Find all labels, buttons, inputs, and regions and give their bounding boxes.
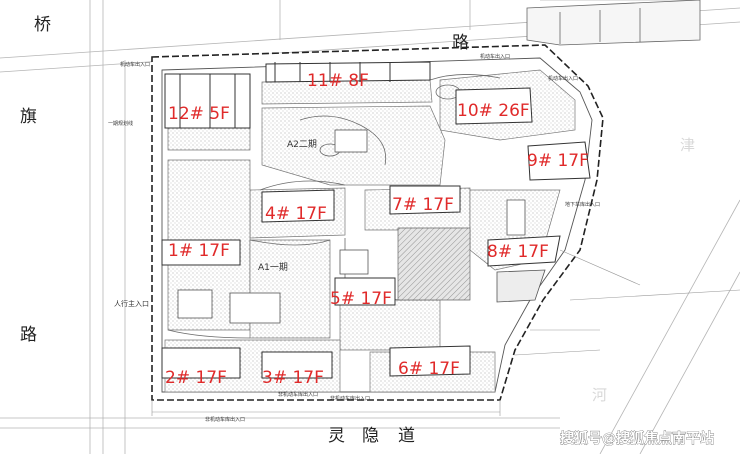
building-label-8: 8# 17F <box>487 242 549 262</box>
hatched-plaza <box>397 227 471 301</box>
pedestrian-entrance-note: 人行主入口 <box>114 299 149 308</box>
road-label-left-mid: 旗 <box>20 107 37 127</box>
phase-line-note: 一期规划线 <box>108 120 133 127</box>
building-label-1: 1# 17F <box>168 241 230 261</box>
ramp-top-note: 机动车出入口 <box>480 53 510 60</box>
road-label-left-bottom: 路 <box>20 325 37 345</box>
building-label-11: 11# 8F <box>307 71 369 91</box>
dimension-lines <box>151 249 740 416</box>
road-label-top: 路 <box>452 33 469 53</box>
building-label-4: 4# 17F <box>265 204 327 224</box>
building-label-10: 10# 26F <box>457 101 530 121</box>
building-label-2: 2# 17F <box>165 368 227 388</box>
basement-entrance-note: 地下车库出入口 <box>565 201 600 208</box>
building-label-6: 6# 17F <box>398 359 460 379</box>
road-label-bottom-2: 隐 <box>362 426 379 446</box>
road-label-left-top: 桥 <box>34 15 51 35</box>
building-label-7: 7# 17F <box>392 195 454 215</box>
bottom-service-note: 非机动车库出入口 <box>278 391 318 398</box>
road-label-bottom-1: 灵 <box>328 426 345 446</box>
building-footprints <box>161 61 591 379</box>
road-label-right-top: 津 <box>680 136 695 154</box>
ramp-top-left-note: 机动车出入口 <box>120 61 150 68</box>
annotations: 机动车出入口 机动车出入口 机动车出入口 人行主入口 地下车库出入口 非机动车库… <box>108 53 600 423</box>
bottom-entrance-note: 非机动车库出入口 <box>330 395 370 402</box>
road-label-bottom-3: 道 <box>398 426 415 446</box>
zone-label-a1: A1一期 <box>258 262 288 273</box>
ramp-right-note: 机动车出入口 <box>548 75 578 82</box>
road-label-right-bottom: 河 <box>592 386 607 404</box>
building-label-9: 9# 17F <box>527 151 589 171</box>
building-label-12: 12# 5F <box>168 104 230 124</box>
basement-ramp <box>496 199 546 303</box>
building-labels: 11# 8F 12# 5F 10# 26F 9# 17F 4# 17F 7# 1… <box>165 71 589 388</box>
watermark: 搜狐号@搜狐焦点南平站 <box>560 430 714 447</box>
building-label-5: 5# 17F <box>330 289 392 309</box>
building-label-3: 3# 17F <box>262 368 324 388</box>
zone-label-a2: A2二期 <box>287 139 317 150</box>
zone-blocks <box>177 129 369 324</box>
bottom-parking-note: 非机动车库出入口 <box>205 416 245 423</box>
existing-building-top-right <box>526 0 701 46</box>
